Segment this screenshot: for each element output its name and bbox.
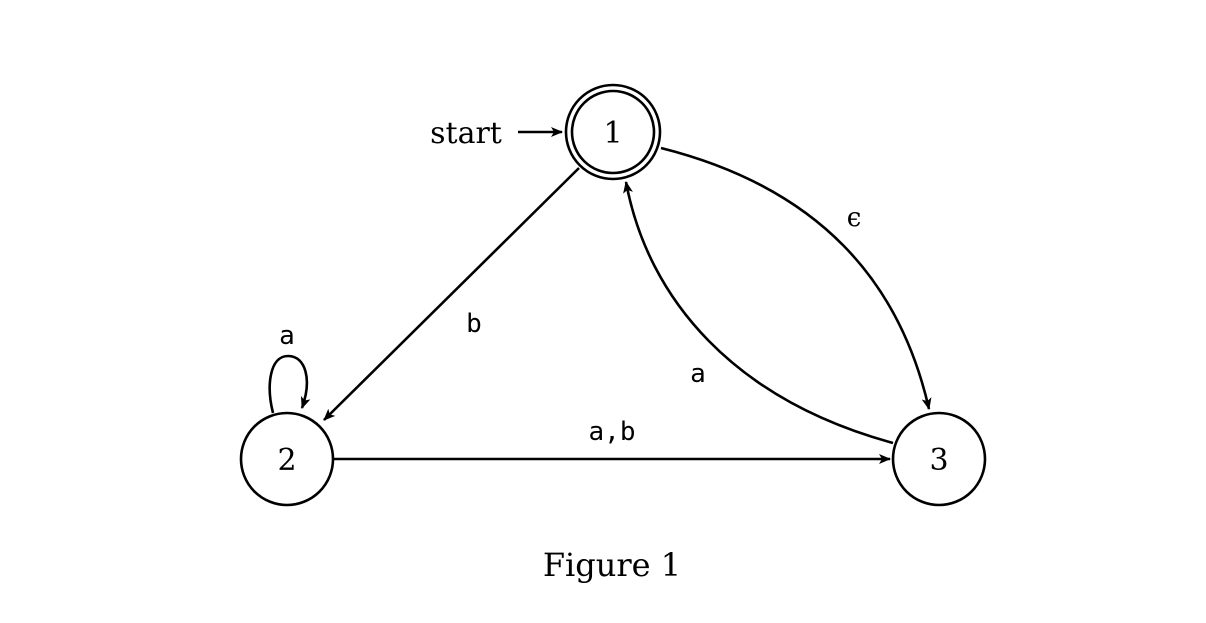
state-1-label: 1 <box>603 116 622 151</box>
edge-3-to-1 <box>623 181 894 445</box>
state-1-inner-ring <box>570 89 656 175</box>
edge-2-to-3-label: a,b <box>589 417 636 447</box>
edge-1-to-3-label: ϵ <box>847 203 862 233</box>
edge-2-self-loop-label: a <box>279 321 295 351</box>
start-label: start <box>430 116 502 151</box>
state-3: 3 <box>891 411 987 507</box>
state-3-circle <box>891 411 987 507</box>
edge-1-to-2 <box>323 167 580 421</box>
edge-1-to-3 <box>660 146 932 410</box>
state-2-circle <box>239 411 335 507</box>
state-2-label: 2 <box>277 443 296 478</box>
edge-2-self-loop <box>268 354 311 414</box>
state-2: 2 <box>239 411 335 507</box>
edge-3-to-1-label: a <box>690 359 706 389</box>
figure-caption: Figure 1 <box>543 546 681 584</box>
state-3-label: 3 <box>929 443 948 478</box>
state-1: 1 <box>564 83 662 181</box>
edge-1-to-2-label: b <box>466 309 482 339</box>
